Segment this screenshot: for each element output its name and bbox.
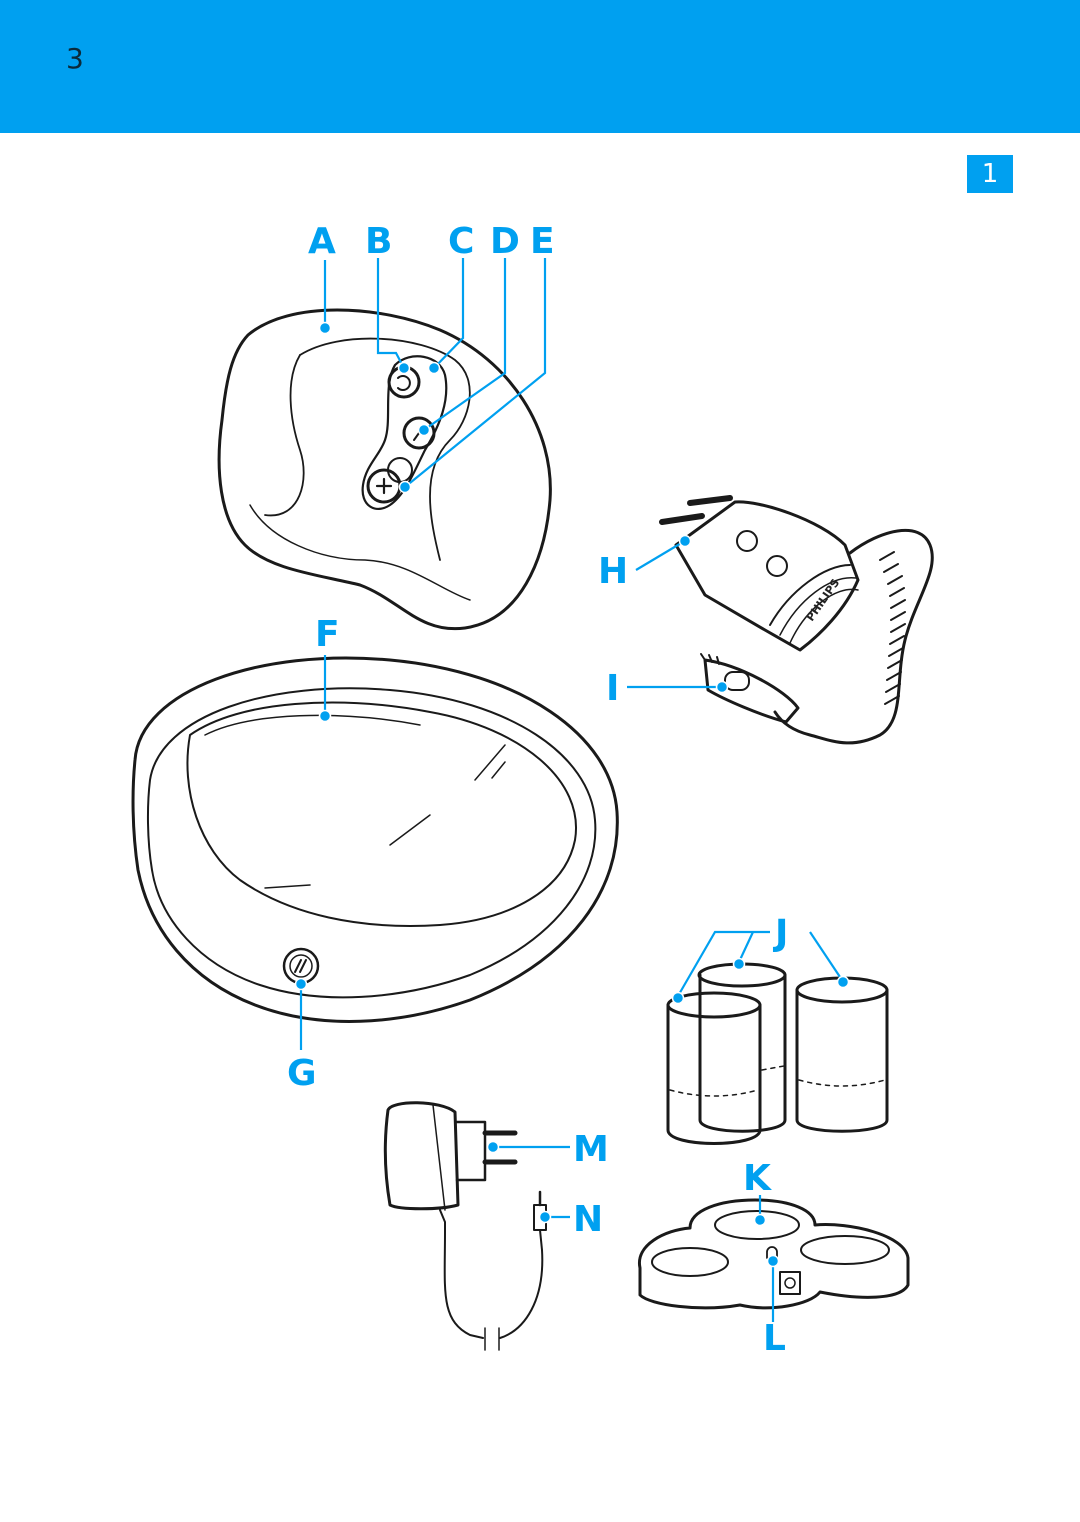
label-m: M bbox=[573, 1129, 609, 1170]
cleaning-bowl bbox=[131, 656, 619, 1023]
label-b: B bbox=[365, 221, 392, 262]
label-e: E bbox=[530, 221, 555, 262]
minus-icon bbox=[402, 416, 436, 450]
label-l: L bbox=[763, 1318, 786, 1359]
label-n: N bbox=[573, 1199, 603, 1240]
shaver-adapter: PHILIPS bbox=[659, 495, 934, 745]
label-c: C bbox=[448, 221, 474, 262]
label-i: I bbox=[606, 668, 619, 709]
callout-dots bbox=[294, 321, 850, 1268]
label-f: F bbox=[315, 614, 340, 655]
callout-letters: A B C D E F G H I J K L M N bbox=[287, 221, 788, 1359]
cartridges bbox=[666, 962, 889, 1145]
label-d: D bbox=[490, 221, 520, 262]
label-a: A bbox=[308, 221, 336, 262]
label-g: G bbox=[287, 1053, 317, 1094]
figure-number-badge: 1 bbox=[967, 155, 1013, 193]
label-j: J bbox=[772, 913, 788, 954]
page-number: 3 bbox=[66, 42, 84, 75]
label-h: H bbox=[598, 551, 628, 592]
callout-leaders bbox=[299, 258, 843, 1322]
control-unit bbox=[217, 308, 552, 631]
header-band bbox=[0, 0, 1080, 133]
cartridge-holder bbox=[638, 1198, 910, 1310]
label-k: K bbox=[743, 1158, 772, 1199]
power-adapter bbox=[383, 1101, 547, 1351]
